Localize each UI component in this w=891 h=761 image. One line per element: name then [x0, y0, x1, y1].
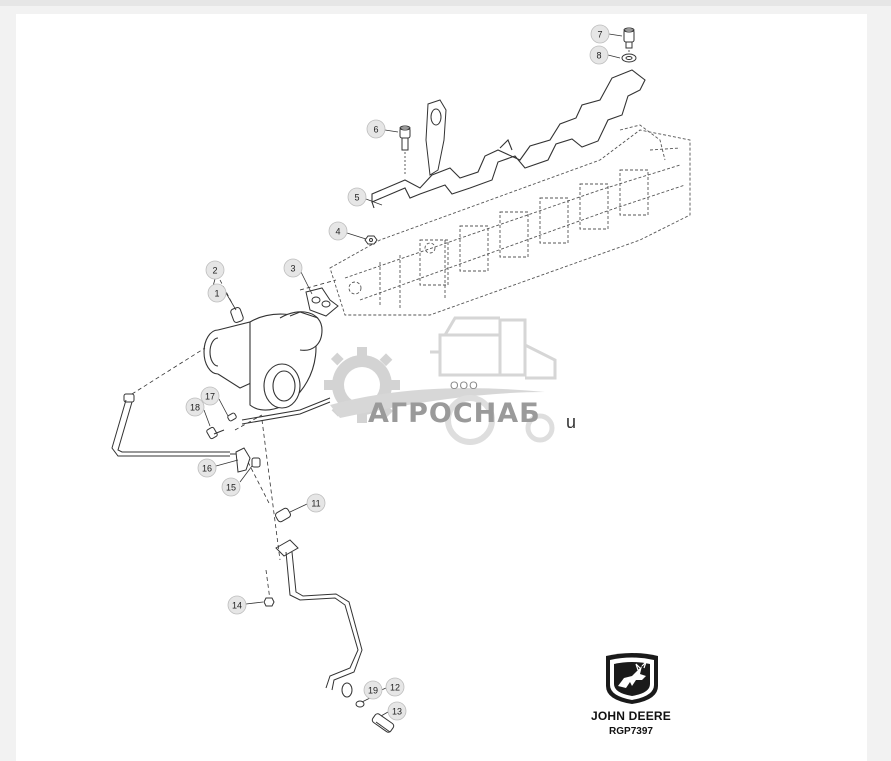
- callout-number: 15: [226, 483, 236, 493]
- callout-18: 18: [185, 397, 205, 417]
- callout-number: 4: [335, 227, 340, 237]
- diagram-panel: [16, 14, 867, 761]
- part-1-fitting: [230, 307, 244, 323]
- top-bar: [0, 0, 891, 6]
- callout-3: 3: [283, 258, 303, 278]
- callout-circle: [328, 221, 348, 241]
- callout-19: 19: [363, 680, 383, 700]
- callout-number: 6: [373, 125, 378, 135]
- part-7-cap-screw: [623, 27, 635, 49]
- callout-17: 17: [200, 386, 220, 406]
- callout-2: 2: [205, 260, 225, 280]
- callout-number: 7: [597, 30, 602, 40]
- part-19-o-ring: [355, 700, 365, 708]
- part-13-fitting: [371, 713, 395, 733]
- callout-circle: [589, 45, 609, 65]
- callout-circle: [590, 24, 610, 44]
- callout-13: 13: [387, 701, 407, 721]
- callout-number: 12: [390, 683, 400, 693]
- callout-5: 5: [347, 187, 367, 207]
- callout-number: 11: [311, 499, 320, 509]
- callout-circle: [207, 283, 227, 303]
- callout-circle: [200, 386, 220, 406]
- watermark-suffix: u: [566, 412, 577, 432]
- callout-circle: [366, 119, 386, 139]
- callout-number: 2: [212, 266, 217, 276]
- callout-4: 4: [328, 221, 348, 241]
- callout-number: 13: [392, 707, 402, 717]
- heat-shield: [371, 69, 646, 209]
- callout-number: 14: [232, 601, 242, 611]
- watermark-brand-text: АГРОСНАБ: [368, 398, 541, 429]
- callout-number: 3: [290, 264, 295, 274]
- part-17-washer: [227, 412, 237, 422]
- callout-number: 19: [368, 686, 378, 696]
- callout-circle: [347, 187, 367, 207]
- oil-return-line: [275, 539, 363, 698]
- callout-circle: [227, 595, 247, 615]
- callout-16: 16: [197, 458, 217, 478]
- callout-circle: [385, 677, 405, 697]
- callout-number: 18: [190, 403, 200, 413]
- part-4-nut: [364, 235, 378, 245]
- part-3-gasket: [305, 287, 339, 317]
- john-deere-logo: [606, 653, 658, 704]
- part-16-clamp: [235, 447, 251, 473]
- turbocharger: [203, 311, 323, 411]
- callout-15: 15: [221, 477, 241, 497]
- callout-circle: [205, 260, 225, 280]
- callout-8: 8: [589, 45, 609, 65]
- watermark-small-text: ООО: [450, 380, 479, 392]
- engine-cylinder-head: [329, 124, 691, 316]
- callout-6: 6: [366, 119, 386, 139]
- callout-circle: [221, 477, 241, 497]
- callout-number: 16: [202, 464, 212, 474]
- part-6-cap-screw: [399, 125, 411, 151]
- callout-14: 14: [227, 595, 247, 615]
- callout-number: 5: [354, 193, 359, 203]
- callout-number: 17: [205, 392, 215, 402]
- part-8-washer: [621, 53, 637, 63]
- part-11-fitting: [275, 507, 291, 523]
- part-14-nut: [263, 597, 275, 607]
- lifting-bracket: [425, 99, 447, 176]
- callout-circle: [197, 458, 217, 478]
- callout-circle: [185, 397, 205, 417]
- callout-circle: [306, 493, 326, 513]
- callout-number: 8: [596, 51, 601, 61]
- callout-circle: [387, 701, 407, 721]
- callout-7: 7: [590, 24, 610, 44]
- part-18-cap-screw: [206, 426, 225, 440]
- brand-name: JOHN DEERE: [590, 709, 672, 723]
- callout-11: 11: [306, 493, 326, 513]
- diagram-code: RGP7397: [609, 726, 653, 737]
- callout-12: 12: [385, 677, 405, 697]
- callout-circle: [363, 680, 383, 700]
- callout-circle: [283, 258, 303, 278]
- callout-number: 1: [214, 289, 219, 299]
- part-15-cap-screw: [251, 457, 261, 468]
- oil-supply-line: [111, 393, 331, 457]
- callout-1: 1: [207, 283, 227, 303]
